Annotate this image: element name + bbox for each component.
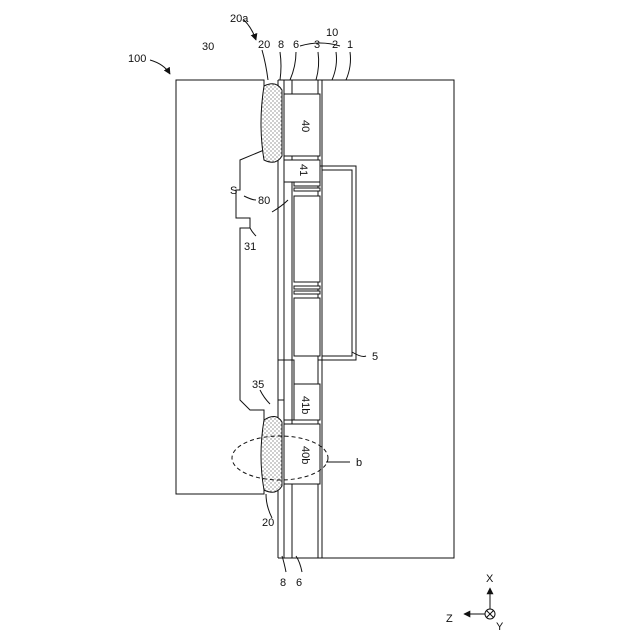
label-5: 5 — [372, 351, 378, 363]
label-20a: 20a — [230, 13, 249, 25]
bump-bottom — [261, 416, 282, 492]
membrane-segment-top — [294, 196, 320, 282]
axis-z-label: Z — [446, 613, 453, 625]
label-40b: 40b — [299, 446, 311, 464]
label-6-top: 6 — [293, 39, 299, 51]
label-6-bottom: 6 — [296, 577, 302, 589]
label-3: 3 — [314, 39, 320, 51]
axis-x-label: X — [486, 573, 494, 585]
axis-y-label: Y — [496, 621, 504, 633]
label-8-bottom: 8 — [280, 577, 286, 589]
label-31: 31 — [244, 241, 256, 253]
label-41: 41 — [297, 164, 309, 176]
label-b: b — [356, 457, 362, 469]
label-41b: 41b — [299, 396, 311, 414]
label-8-top: 8 — [278, 39, 284, 51]
label-10: 10 — [326, 27, 338, 39]
label-80: 80 — [258, 195, 270, 207]
membrane-segment-bottom — [294, 298, 320, 356]
label-S: S — [230, 185, 237, 197]
label-35: 35 — [252, 379, 264, 391]
label-2: 2 — [332, 39, 338, 51]
bump-top — [261, 84, 282, 163]
label-30: 30 — [202, 41, 214, 53]
label-20-bottom: 20 — [262, 517, 274, 529]
substrate-layer-1 — [322, 80, 454, 558]
label-40: 40 — [299, 120, 311, 132]
label-1: 1 — [347, 39, 353, 51]
axis-indicator: X Z Y — [446, 573, 504, 633]
cap-body — [176, 80, 264, 494]
label-20-top: 20 — [258, 39, 270, 51]
label-100: 100 — [128, 53, 146, 65]
